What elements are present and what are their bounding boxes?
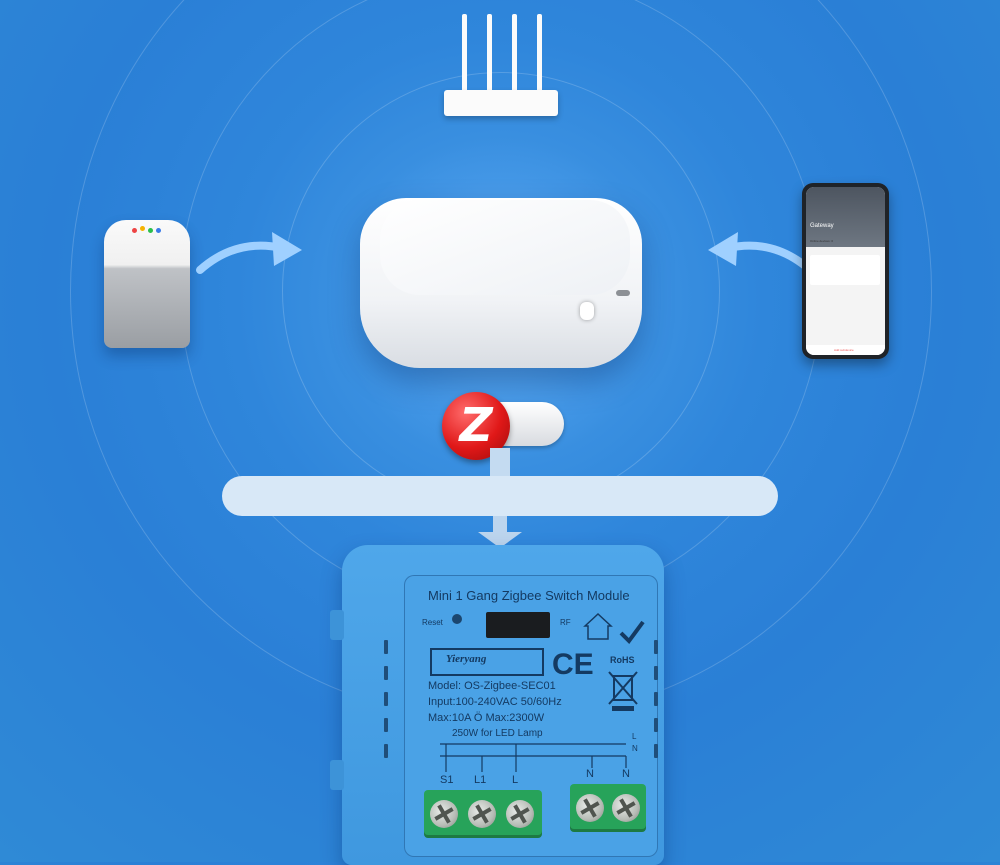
reset-label: Reset bbox=[422, 618, 443, 627]
terminal-label-n: N bbox=[622, 768, 630, 780]
vent-slot bbox=[654, 640, 658, 654]
wire-l-label: L bbox=[632, 732, 637, 741]
vent-slot bbox=[384, 744, 388, 758]
max-text: Max:10A Ö Max:2300W bbox=[428, 712, 545, 724]
arrow-left-icon bbox=[708, 232, 814, 274]
down-arrow-icon bbox=[478, 532, 522, 548]
down-arrow-stem bbox=[493, 516, 507, 534]
brand-name: Yieryang bbox=[446, 653, 487, 665]
vent-slot bbox=[654, 692, 658, 706]
screw-terminal-icon bbox=[468, 800, 496, 828]
router-antenna bbox=[462, 14, 467, 94]
module-side-clip bbox=[330, 610, 344, 640]
phone-footer: Add subdevice bbox=[806, 345, 885, 355]
vent-slot bbox=[654, 718, 658, 732]
zigbee-network-bar bbox=[222, 476, 778, 516]
wire-n-label: N bbox=[632, 744, 638, 753]
rf-connector bbox=[486, 612, 550, 638]
phone-device-card bbox=[810, 255, 880, 285]
arrow-right-icon bbox=[196, 232, 302, 274]
router-body bbox=[444, 90, 558, 116]
add-subdevice-link: Add subdevice bbox=[834, 348, 854, 352]
checkmark-icon bbox=[619, 620, 645, 645]
bus-connector bbox=[490, 448, 510, 476]
speaker-body bbox=[104, 220, 190, 348]
vent-slot bbox=[654, 666, 658, 680]
module-side-clip bbox=[330, 760, 344, 790]
speaker-led bbox=[148, 228, 153, 233]
speaker-led bbox=[132, 228, 137, 233]
screw-terminal-icon bbox=[576, 794, 604, 822]
terminal-label-l: L bbox=[512, 774, 519, 786]
terminal-label-l1: L1 bbox=[474, 774, 487, 786]
vent-slot bbox=[654, 744, 658, 758]
vent-slot bbox=[384, 718, 388, 732]
phone-app-title: Gateway bbox=[810, 223, 834, 229]
vent-slot bbox=[384, 640, 388, 654]
phone-screen: Gateway Online devices: 0 Add subdevice bbox=[806, 187, 885, 355]
vent-slot bbox=[384, 666, 388, 680]
zigbee-logo-icon: Z bbox=[442, 392, 510, 460]
phone-app-subtitle: Online devices: 0 bbox=[810, 239, 834, 243]
speaker-led bbox=[156, 228, 161, 233]
router-antenna bbox=[537, 14, 542, 94]
router-antenna bbox=[487, 14, 492, 94]
reset-button bbox=[452, 614, 462, 624]
screw-terminal-icon bbox=[612, 794, 640, 822]
module-title: Mini 1 Gang Zigbee Switch Module bbox=[428, 588, 630, 603]
speaker-led bbox=[140, 226, 145, 231]
weee-bin-icon bbox=[608, 671, 638, 711]
brand-box bbox=[430, 648, 544, 676]
model-text: Model: OS-Zigbee-SEC01 bbox=[428, 680, 556, 692]
rf-label: RF bbox=[560, 618, 571, 627]
terminal-label-n: N bbox=[586, 768, 594, 780]
usb-port-icon bbox=[616, 290, 630, 296]
terminal-label-s1: S1 bbox=[440, 774, 454, 786]
phone-header-image bbox=[806, 187, 885, 247]
hub-button bbox=[580, 302, 594, 320]
router-antenna bbox=[512, 14, 517, 94]
input-text: Input:100-240VAC 50/60Hz bbox=[428, 696, 562, 708]
hub-top bbox=[380, 200, 630, 295]
screw-terminal-icon bbox=[506, 800, 534, 828]
zigbee-logo-letter: Z bbox=[459, 398, 493, 452]
wiring-diagram bbox=[440, 743, 627, 772]
led-text: 250W for LED Lamp bbox=[452, 728, 543, 739]
ce-mark: CE bbox=[552, 648, 594, 681]
home-icon bbox=[583, 612, 613, 640]
rohs-mark: RoHS bbox=[610, 655, 635, 665]
vent-slot bbox=[384, 692, 388, 706]
screw-terminal-icon bbox=[430, 800, 458, 828]
